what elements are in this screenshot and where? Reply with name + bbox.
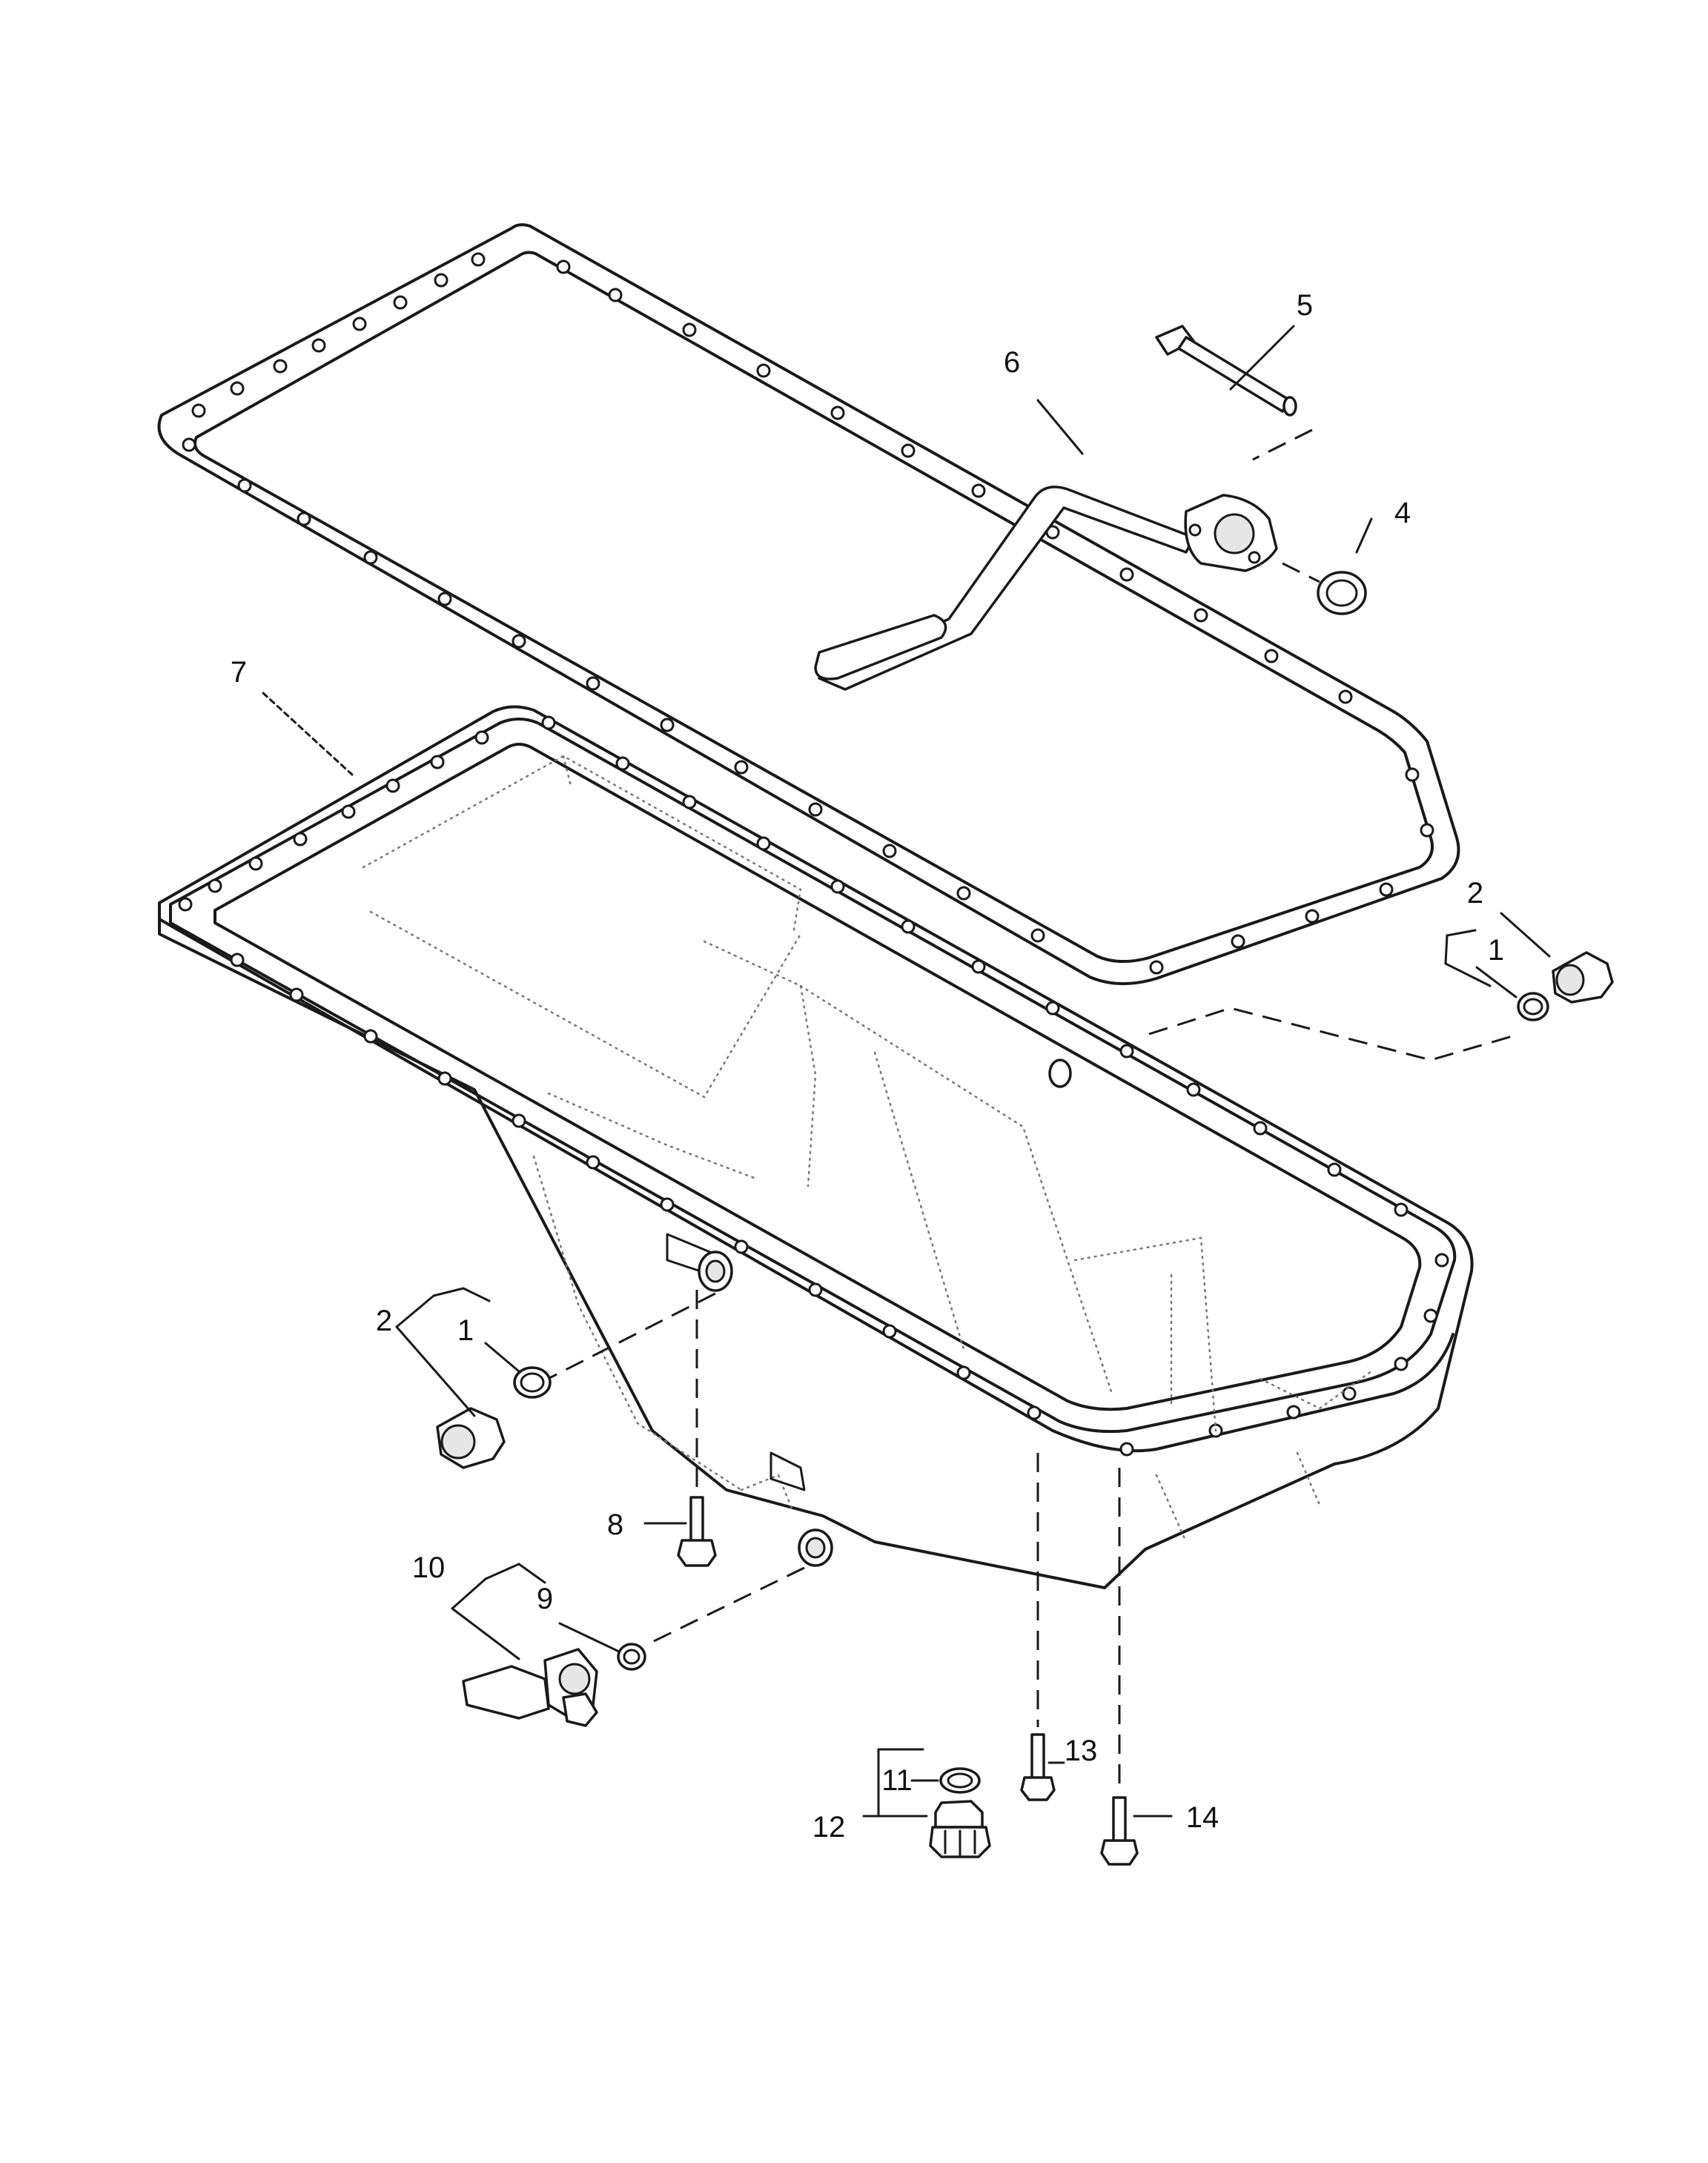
oil-pickup-tube bbox=[814, 486, 1278, 691]
callout-labels: 5 6 4 7 2 1 2 1 8 10 9 13 11 12 14 bbox=[231, 289, 1504, 1844]
drain-plug-left bbox=[436, 1407, 506, 1469]
assembly-dashed-lines bbox=[518, 428, 1520, 1794]
callout-2-left: 2 bbox=[376, 1305, 392, 1337]
oil-pan-sump-details bbox=[666, 1059, 1072, 1567]
drain-plug-right bbox=[1552, 951, 1614, 1004]
oil-pan bbox=[158, 705, 1474, 1589]
callout-5: 5 bbox=[1297, 289, 1313, 322]
callout-leader-lines bbox=[262, 325, 1551, 1818]
callout-7: 7 bbox=[231, 656, 247, 689]
sealing-washer-left bbox=[513, 1366, 552, 1399]
bolt-13 bbox=[1020, 1733, 1056, 1801]
callout-4: 4 bbox=[1394, 497, 1411, 529]
bolt-14 bbox=[1100, 1796, 1139, 1866]
pickup-tube-o-ring bbox=[1317, 571, 1367, 615]
sealing-washer-right bbox=[1517, 992, 1549, 1021]
sealing-ring-9 bbox=[617, 1643, 646, 1671]
sealing-ring-11 bbox=[939, 1767, 981, 1794]
callout-8: 8 bbox=[607, 1508, 623, 1541]
oil-pan-flange-bolt-holes bbox=[178, 715, 1449, 1457]
callout-9: 9 bbox=[537, 1583, 553, 1615]
callout-2-right: 2 bbox=[1467, 877, 1483, 910]
callout-12: 12 bbox=[812, 1811, 846, 1844]
callout-14: 14 bbox=[1186, 1801, 1219, 1834]
bolt-8 bbox=[677, 1496, 717, 1567]
callout-1-left: 1 bbox=[457, 1314, 474, 1347]
oil-pan-interior-baffles bbox=[362, 755, 1373, 1543]
callout-10: 10 bbox=[412, 1551, 446, 1584]
callout-6: 6 bbox=[1004, 346, 1020, 379]
oil-pan-gasket bbox=[157, 223, 1460, 985]
drain-plug-12 bbox=[929, 1800, 991, 1858]
callout-1-right: 1 bbox=[1488, 934, 1504, 967]
gasket-bolt-holes bbox=[182, 252, 1434, 975]
pickup-tube-bolt bbox=[1155, 325, 1297, 417]
callout-11: 11 bbox=[881, 1764, 913, 1797]
callout-13: 13 bbox=[1065, 1735, 1098, 1767]
oil-pressure-sensor-10 bbox=[462, 1648, 598, 1727]
